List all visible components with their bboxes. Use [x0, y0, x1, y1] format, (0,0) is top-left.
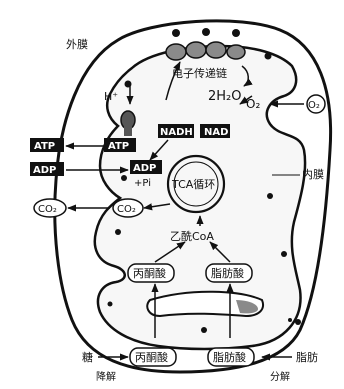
o2-outer-ring: [306, 94, 326, 114]
nad-tag: [200, 124, 230, 138]
nad-label: NAD: [204, 127, 228, 138]
atp-outer-label: ATP: [34, 141, 55, 152]
electron-chain-complex: [165, 41, 246, 61]
water-label: 2H₂O: [208, 89, 242, 104]
pyruvate-inner-box: [127, 263, 175, 283]
pyruvate-inner-label: 丙酮酸: [133, 266, 166, 280]
fatty-acid-inner-label: 脂肪酸: [211, 266, 244, 280]
nadh-label: NADH: [160, 127, 193, 138]
adp-outer-tag: [30, 162, 64, 176]
fat-label: 脂肪: [296, 350, 318, 364]
o2-inner-label: O₂: [246, 97, 260, 111]
nadh-tag: [158, 124, 194, 138]
acetyl-coa-label: 乙酰CoA: [170, 229, 214, 243]
outer-membrane-label: 外膜: [66, 38, 88, 51]
tca-cycle: [166, 154, 226, 214]
fatty-acid-outer-box: [207, 347, 255, 367]
decomposition-label: 分解: [270, 370, 290, 383]
inner-membrane-label: 内膜: [302, 167, 324, 181]
atp-synthase: [120, 110, 136, 136]
pi-label: +Pi: [134, 178, 151, 189]
flow-arrows: [65, 61, 304, 361]
glycolysis-label: 降解: [96, 370, 116, 383]
fatty-acid-inner-box: [205, 263, 253, 283]
atp-inner-label: ATP: [108, 141, 129, 152]
co2-inner-label: CO₂: [117, 204, 136, 215]
h-plus-label: H⁺: [104, 90, 118, 103]
atp-inner-tag: [104, 138, 136, 152]
fatty-acid-outer-label: 脂肪酸: [213, 350, 246, 364]
pyruvate-outer-box: [129, 347, 177, 367]
tca-label: TCA循环: [171, 178, 215, 191]
electron-chain-label: 电子传递链: [172, 66, 227, 80]
co2-inner-ring: [112, 198, 144, 218]
bottom-crista: [146, 290, 264, 318]
atp-outer-tag: [30, 138, 64, 152]
co2-outer-label: CO₂: [38, 204, 57, 215]
sugar-label: 糖: [82, 350, 93, 364]
bottom-crista-shade: [236, 300, 258, 314]
o2-outer-label: O₂: [308, 100, 320, 111]
adp-inner-label: ADP: [133, 163, 156, 174]
co2-outer-ring: [33, 198, 67, 218]
pyruvate-outer-label: 丙酮酸: [135, 350, 168, 364]
adp-outer-label: ADP: [33, 165, 56, 176]
adp-inner-tag: [130, 160, 162, 174]
